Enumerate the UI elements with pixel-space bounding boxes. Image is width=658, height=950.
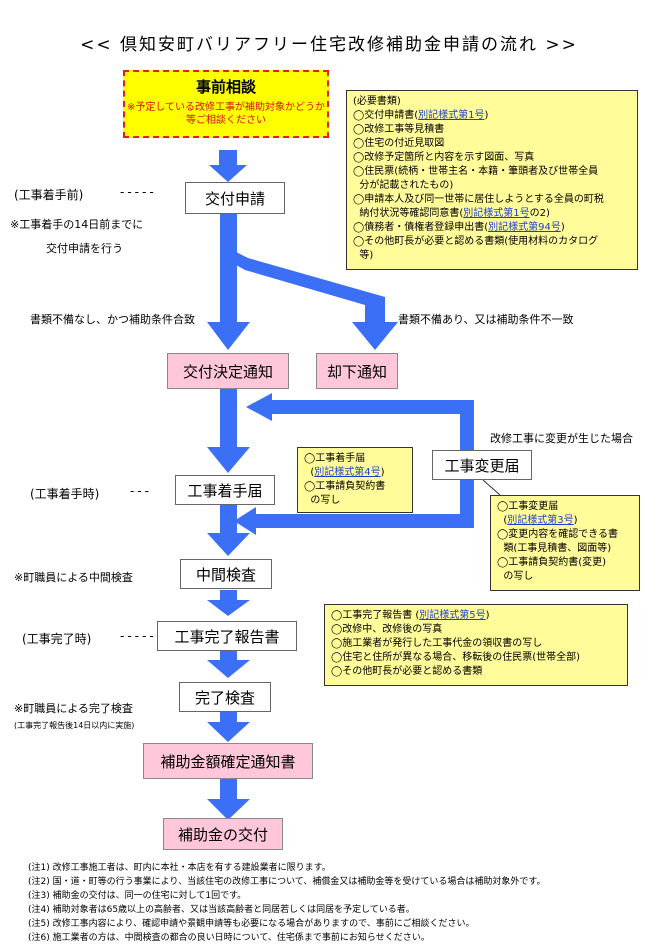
start-docs-note: ◯工事着手届 (別記様式第4号) ◯工事請負契約書 の写し bbox=[297, 447, 413, 513]
arrow-decision-start-shaft bbox=[220, 389, 237, 449]
arrow-consult-apply bbox=[209, 150, 247, 182]
arrow-check-amount-head bbox=[207, 722, 250, 742]
arrow-apply-decision-head bbox=[207, 322, 250, 350]
arrow-amount-grant-head bbox=[207, 799, 250, 820]
doc-line: ◯住宅と住所が異なる場合、移転後の住民票(世帯全部) bbox=[331, 652, 580, 663]
doc-line: ◯工事請負契約書 bbox=[304, 481, 386, 492]
arrow-apply-decision-shaft bbox=[220, 214, 237, 324]
doc-line: (別記様式第4号) bbox=[304, 467, 385, 478]
arrow-change-bottom bbox=[255, 514, 474, 528]
doc-line: 類(工事見積書、図面等) bbox=[497, 543, 612, 554]
arrow-decision-start-head bbox=[207, 447, 250, 473]
form-link[interactable]: 別記様式第1号 bbox=[463, 208, 530, 219]
label-mid-note: ※町職員による中間検査 bbox=[14, 571, 133, 584]
arrow-amount-grant-shaft bbox=[220, 779, 237, 801]
doc-line: ◯変更内容を確認できる書 bbox=[497, 529, 618, 540]
form-link[interactable]: 別記様式第1号 bbox=[418, 110, 485, 121]
doc-line: ◯工事変更届 bbox=[497, 501, 559, 512]
doc-line: (別記様式第3号) bbox=[497, 515, 578, 526]
footnote: (注6) 施工業者の方は、中間検査の都合の良い日時について、住宅係まで事前にお知… bbox=[28, 933, 430, 943]
step-amount: 補助金額確定通知書 bbox=[143, 743, 313, 779]
label-at-start: (工事着手時) bbox=[30, 487, 100, 501]
dash-at-start: --- bbox=[130, 484, 152, 498]
footnote: (注4) 補助対象者は65歳以上の高齢者、又は当該高齢者と同居若しくは同居を予定… bbox=[28, 905, 415, 915]
doc-line: ◯施工業者が発行した工事代金の領収書の写し bbox=[331, 638, 543, 649]
step-complete-check: 完了検査 bbox=[179, 682, 271, 712]
arrow-start-mid-shaft bbox=[220, 505, 237, 535]
label-before-start: (工事着手前) bbox=[14, 188, 84, 202]
doc-line: ◯改修中、改修後の写真 bbox=[331, 624, 443, 635]
doc-line: ◯申請本人及び同一世帯に居住しようとする全員の町税 bbox=[353, 194, 604, 205]
doc-line: ◯債務者・債権者登録申出書(別記様式第94号) bbox=[353, 222, 565, 233]
doc-line: ◯その他町長が必要と認める書類(使用材料のカタログ bbox=[353, 236, 599, 247]
doc-line: 分が記載されたもの) bbox=[353, 180, 454, 191]
doc-line: ◯住民票(続柄・世帯主名・本籍・筆頭者及び世帯全員 bbox=[353, 166, 599, 177]
complete-docs-note: ◯工事完了報告書 (別記様式第5号) ◯改修中、改修後の写真 ◯施工業者が発行し… bbox=[324, 604, 628, 686]
label-at-complete: (工事完了時) bbox=[22, 632, 92, 646]
arrow-mid-complete-head bbox=[207, 600, 250, 616]
doc-line[interactable]: ◯交付申請書(別記様式第1号) bbox=[353, 110, 489, 121]
label-before-note-2: 交付申請を行う bbox=[46, 242, 123, 255]
connector-change-box-note bbox=[482, 479, 501, 496]
doc-line: の写し bbox=[497, 571, 534, 582]
step-apply: 交付申請 bbox=[185, 182, 285, 214]
doc-line: ◯改修工事等見積書 bbox=[353, 124, 445, 135]
arrow-change-bottom-head bbox=[234, 507, 256, 535]
branch-label-change: 改修工事に変更が生じた場合 bbox=[490, 432, 633, 445]
footnote: (注1) 改修工事施工者は、町内に本社・本店を有する建設業者に限ります。 bbox=[28, 863, 331, 873]
step-midcheck: 中間検査 bbox=[180, 559, 272, 589]
arrow-branch-reject bbox=[236, 252, 398, 350]
form-link[interactable]: 別記様式第94号 bbox=[488, 222, 561, 233]
step-grant: 補助金の交付 bbox=[163, 818, 283, 850]
change-docs-note: ◯工事変更届 (別記様式第3号) ◯変更内容を確認できる書 類(工事見積書、図面… bbox=[490, 495, 640, 591]
arrow-check-amount-shaft bbox=[220, 712, 237, 724]
step-change: 工事変更届 bbox=[432, 450, 532, 480]
doc-line: (必要書類) bbox=[353, 96, 401, 107]
doc-line: 納付状況等確認同意書(別記様式第1号の2) bbox=[353, 208, 550, 219]
doc-line: の写し bbox=[304, 495, 341, 506]
step-decision: 交付決定通知 bbox=[167, 353, 289, 389]
branch-label-ok: 書類不備なし、かつ補助条件合致 bbox=[30, 313, 195, 326]
step-complete-report: 工事完了報告書 bbox=[157, 621, 297, 651]
arrow-start-mid-head bbox=[207, 533, 250, 556]
required-docs-note: (必要書類) ◯交付申請書(別記様式第1号) ◯改修工事等見積書 ◯住宅の付近見… bbox=[346, 90, 638, 270]
consult-note: ※予定している改修工事が補助対象かどうか等ご相談ください bbox=[126, 102, 326, 126]
form-link[interactable]: 別記様式第5号 bbox=[419, 610, 486, 621]
label-before-note-1: ※工事着手の14日前までに bbox=[10, 218, 144, 231]
arrow-report-check-head bbox=[207, 660, 250, 678]
dash-before-start: ----- bbox=[120, 185, 157, 199]
consult-box: 事前相談 ※予定している改修工事が補助対象かどうか等ご相談ください bbox=[123, 70, 329, 138]
dash-at-complete: ----- bbox=[120, 629, 157, 643]
page-title: << 倶知安町バリアフリー住宅改修補助金申請の流れ >> bbox=[80, 35, 578, 55]
form-link[interactable]: 別記様式第4号 bbox=[314, 467, 381, 478]
arrow-report-check-shaft bbox=[220, 650, 237, 662]
label-comp-note: ※町職員による完了検査 bbox=[14, 702, 133, 715]
arrow-mid-complete-shaft bbox=[220, 590, 237, 602]
footnote: (注5) 改修工事内容により、確認申請や景観申請等も必要になる場合がありますので… bbox=[28, 919, 475, 929]
doc-line: 等) bbox=[353, 250, 374, 261]
step-start: 工事着手届 bbox=[175, 475, 275, 505]
branch-label-ng: 書類不備あり、又は補助条件不一致 bbox=[398, 313, 574, 326]
consult-title: 事前相談 bbox=[195, 78, 256, 96]
doc-line: ◯工事完了報告書 (別記様式第5号) bbox=[331, 610, 490, 621]
doc-line: ◯改修予定箇所と内容を示す図面、写真 bbox=[353, 152, 535, 163]
arrow-change-top-head bbox=[246, 393, 272, 421]
arrow-change-top bbox=[270, 400, 474, 414]
form-link[interactable]: 別記様式第3号 bbox=[507, 515, 574, 526]
label-comp-note-small: (工事完了報告後14日以内に実施) bbox=[14, 721, 135, 730]
doc-line: ◯工事着手届 bbox=[304, 453, 366, 464]
doc-line: ◯工事請負契約書(変更) bbox=[497, 557, 606, 568]
doc-line: ◯その他町長が必要と認める書類 bbox=[331, 666, 483, 677]
footnote: (注2) 国・道・町等の行う事業により、当該住宅の改修工事について、補償金又は補… bbox=[28, 877, 546, 887]
footnote: (注3) 補助金の交付は、同一の住宅に対して1回です。 bbox=[28, 891, 247, 901]
doc-line: ◯住宅の付近見取図 bbox=[353, 138, 445, 149]
step-reject: 却下通知 bbox=[316, 353, 398, 389]
